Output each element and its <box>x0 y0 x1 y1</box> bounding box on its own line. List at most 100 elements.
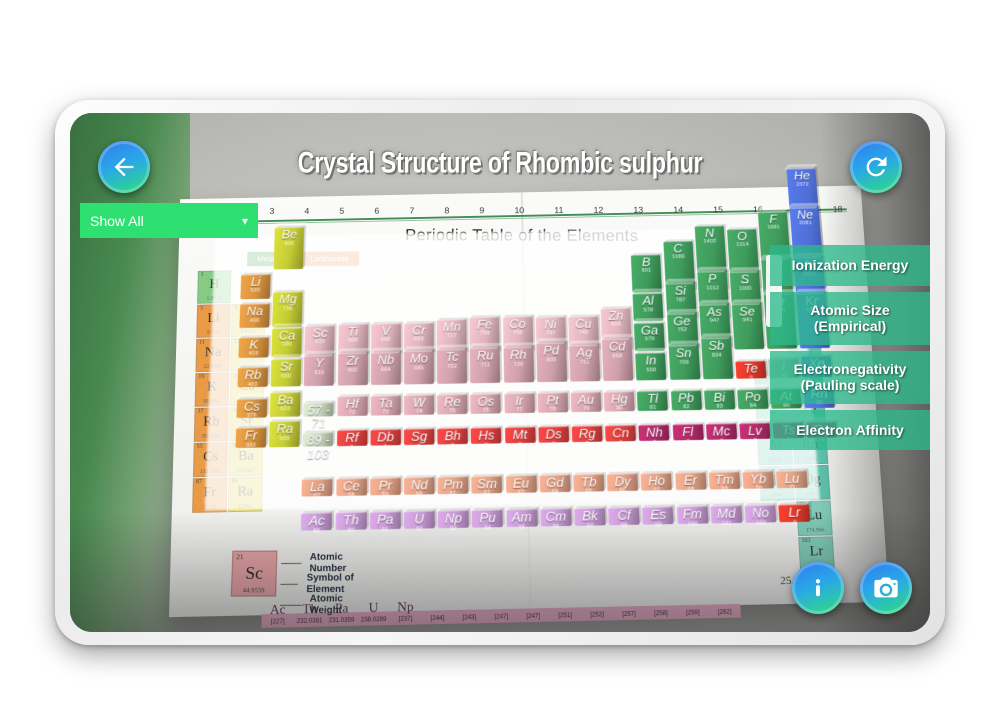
ar-element-symbol: N <box>694 225 724 239</box>
ar-element-bar[interactable]: Bk97 <box>574 508 605 526</box>
property-button-ionization-energy[interactable]: Ionization Energy <box>770 245 930 286</box>
ar-bar-top-face <box>733 356 768 362</box>
ar-element-value: 805 <box>536 357 566 363</box>
property-button-label: Electron Affinity <box>776 422 924 439</box>
ar-bar-top-face <box>270 323 305 329</box>
ar-element-symbol: Ti <box>338 323 368 338</box>
ar-element-bar[interactable]: Ac89 <box>301 513 332 531</box>
ar-element-bar[interactable]: Md101 <box>710 506 742 524</box>
property-button-label: (Pauling scale) <box>776 377 924 394</box>
ar-element-symbol: B <box>631 254 661 268</box>
ar-element-value: 2372 <box>788 182 817 188</box>
ar-element-bar[interactable]: No102 <box>744 505 776 523</box>
ar-element-bar[interactable]: U92 <box>404 511 435 529</box>
camera-button[interactable] <box>860 562 912 614</box>
ar-element-bar[interactable]: Na496 <box>239 304 269 328</box>
ar-element-bar[interactable]: Cm96 <box>540 509 571 527</box>
camera-icon <box>872 574 900 602</box>
ar-element-value: 93 <box>438 526 469 533</box>
ar-bar-top-face <box>698 333 732 339</box>
ar-bar-top-face <box>238 299 273 305</box>
property-button-atomic-size[interactable]: Atomic Size(Empirical) <box>770 292 930 345</box>
ar-element-symbol: Pa <box>370 512 401 528</box>
filter-dropdown-label: Show All <box>90 213 242 229</box>
ar-element-value: 96 <box>541 524 572 531</box>
ar-element-value: 496 <box>240 318 270 324</box>
ar-element-symbol: Md <box>710 506 742 522</box>
ar-bar-top-face <box>368 347 403 353</box>
back-button[interactable] <box>98 141 150 193</box>
property-button-label: Electronegativity <box>776 361 924 378</box>
ar-bar-top-face <box>269 354 304 360</box>
ar-element-bar[interactable]: Li520 <box>240 274 270 299</box>
ar-element-value: 702 <box>437 363 467 369</box>
ar-element-symbol: Ac <box>301 513 332 529</box>
ar-element-bar[interactable]: Pu94 <box>472 510 503 528</box>
ar-bar-top-face <box>725 224 759 230</box>
ar-element-symbol: Ag <box>569 345 599 360</box>
ar-element-value: 100 <box>677 521 708 528</box>
ar-bar-top-face <box>302 350 337 356</box>
property-button-label: Ionization Energy <box>776 257 924 274</box>
ar-element-value: 900 <box>274 241 303 247</box>
refresh-icon <box>862 153 890 181</box>
ar-element-value: 102 <box>745 520 776 527</box>
ar-element-bar[interactable]: Am95 <box>506 509 537 527</box>
ar-bar-top-face <box>695 267 729 273</box>
ar-element-bar[interactable]: K419 <box>238 337 268 358</box>
ar-element-bar[interactable]: Lr0 <box>778 505 810 523</box>
ar-element-value: 98 <box>609 523 640 530</box>
ar-bar-top-face <box>435 344 470 350</box>
info-icon <box>804 574 832 602</box>
ar-bar-top-face <box>729 299 763 305</box>
ar-element-bar[interactable]: Mg738 <box>272 292 302 328</box>
ar-element-value: 801 <box>632 268 662 274</box>
ar-element-value: 94 <box>472 525 503 532</box>
ar-element-bar[interactable]: Be900 <box>274 227 304 269</box>
ar-element-bar[interactable]: Cf98 <box>608 507 640 525</box>
ar-element-value: 947 <box>700 318 730 324</box>
ar-bar-top-face <box>336 319 371 325</box>
property-button-stack[interactable]: Ionization EnergyAtomic Size(Empirical) E… <box>770 245 930 450</box>
ar-element-value: 658 <box>338 337 368 343</box>
ar-element-value: 419 <box>238 351 268 357</box>
ar-element-value: 578 <box>634 307 664 313</box>
ar-element-value: 759 <box>470 330 500 336</box>
ar-element-symbol: Ge <box>667 313 697 328</box>
info-button[interactable] <box>792 562 844 614</box>
ar-element-symbol: Na <box>240 304 270 318</box>
ar-element-bar[interactable]: Ga579 <box>634 322 665 350</box>
ar-element-symbol: In <box>636 353 667 368</box>
ar-element-bar[interactable]: B801 <box>631 254 662 292</box>
ar-element-symbol: Be <box>275 227 305 241</box>
arrow-left-icon <box>110 153 138 181</box>
ar-element-symbol: F <box>758 211 788 225</box>
ar-element-bar[interactable]: Pa91 <box>370 512 401 530</box>
ar-element-symbol: Np <box>438 510 469 526</box>
ar-element-symbol: Al <box>633 293 663 307</box>
ar-element-value: 633 <box>305 339 335 345</box>
ar-element-bar[interactable]: Ca590 <box>272 327 303 357</box>
ar-element-symbol: Zn <box>601 307 631 322</box>
ar-element-symbol: Co <box>503 316 533 331</box>
ar-element-value: 2081 <box>791 220 821 226</box>
ar-element-symbol: Ru <box>470 348 500 363</box>
ar-element-symbol: Zr <box>338 353 368 368</box>
ar-element-bar[interactable]: Np93 <box>438 510 469 528</box>
ar-element-symbol: K <box>239 337 269 352</box>
filter-dropdown[interactable]: Show All ▾ <box>80 203 258 238</box>
ar-element-bar[interactable]: Fm100 <box>676 506 708 524</box>
ar-element-symbol: V <box>371 323 401 338</box>
ar-bar-top-face <box>630 288 664 294</box>
refresh-button[interactable] <box>850 141 902 193</box>
ar-element-value: 90 <box>335 527 366 534</box>
ar-element-bar[interactable]: Es99 <box>642 507 674 525</box>
ar-element-symbol: Fe <box>470 316 500 331</box>
property-button-electronegativity[interactable]: Electronegativity(Pauling scale) <box>770 351 930 404</box>
ar-element-bar[interactable]: Th90 <box>335 512 366 530</box>
ar-element-symbol: Pu <box>472 510 503 526</box>
ar-element-symbol: Ga <box>634 322 664 337</box>
property-button-electron-affinity[interactable]: Electron Affinity <box>770 410 930 451</box>
ar-element-bar[interactable]: Se941 <box>732 303 765 349</box>
ar-element-value: 99 <box>643 522 674 529</box>
